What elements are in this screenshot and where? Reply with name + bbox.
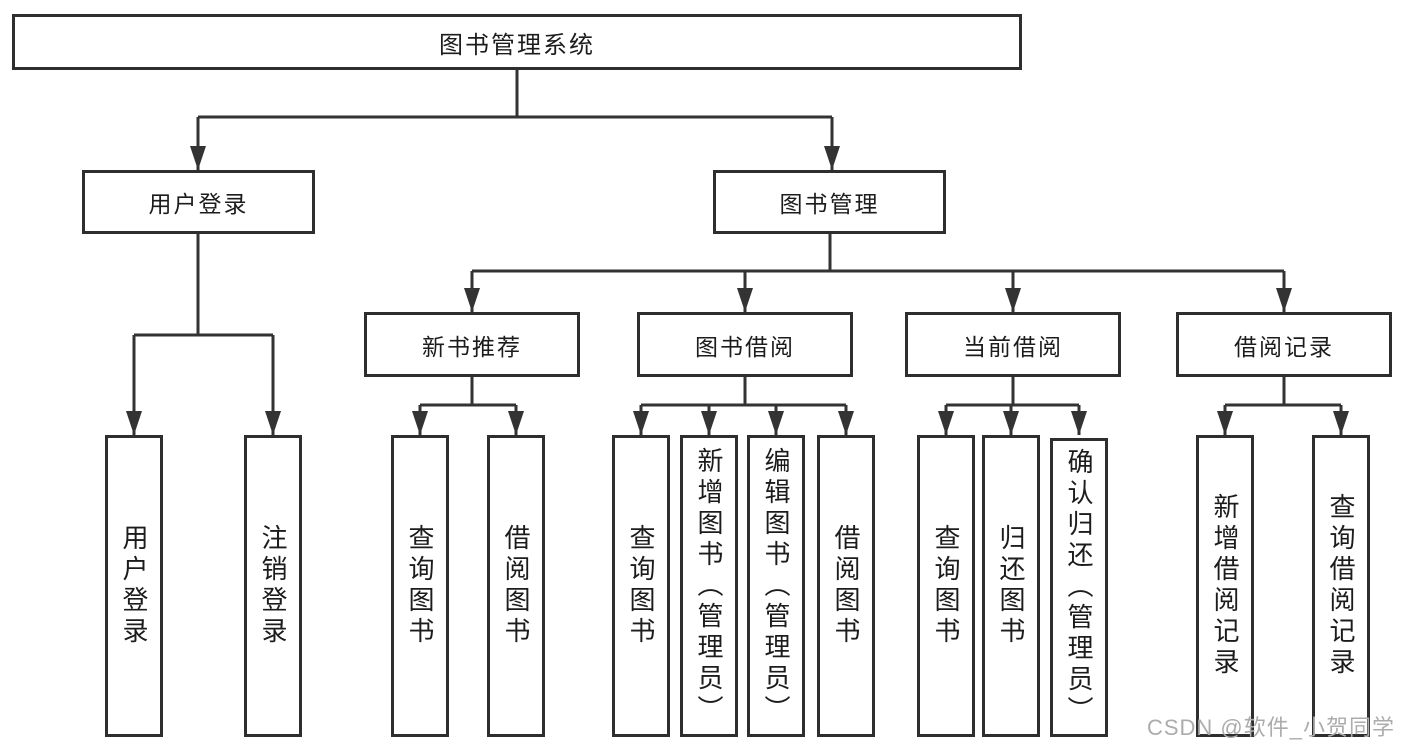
leaf-label: 查询图书: [405, 524, 435, 648]
leaf-add-book-admin: 新增图书（管理员）: [680, 435, 738, 737]
csdn-watermark: CSDN @软件_小贺同学: [1146, 715, 1395, 740]
node-book-management: 图书管理: [713, 170, 946, 234]
node-library-management-system: 图书管理系统: [12, 14, 1022, 70]
node-label: 图书管理: [779, 191, 880, 217]
leaf-logout: 注销登录: [244, 435, 302, 737]
leaf-query-book-1: 查询图书: [391, 435, 449, 737]
node-current-borrow: 当前借阅: [905, 312, 1121, 377]
leaf-edit-book-admin: 编辑图书（管理员）: [747, 435, 805, 737]
leaf-label: 新增图书（管理员）: [694, 446, 724, 726]
leaf-label: 借阅图书: [501, 524, 531, 648]
leaf-user-login: 用户登录: [105, 435, 163, 737]
leaf-label: 编辑图书（管理员）: [761, 446, 791, 726]
leaf-query-book-2: 查询图书: [612, 435, 670, 737]
leaf-label: 归还图书: [996, 524, 1026, 648]
leaf-add-borrow-record: 新增借阅记录: [1196, 435, 1254, 737]
node-book-borrow: 图书借阅: [637, 312, 853, 377]
leaf-label: 查询图书: [626, 524, 656, 648]
leaf-label: 注销登录: [258, 524, 288, 648]
leaf-label: 借阅图书: [831, 524, 861, 648]
node-label: 图书管理系统: [439, 31, 595, 59]
leaf-confirm-return-admin: 确认归还（管理员）: [1050, 438, 1108, 737]
node-label: 当前借阅: [963, 333, 1063, 360]
leaf-label: 查询借阅记录: [1326, 493, 1356, 679]
node-borrow-records: 借阅记录: [1176, 312, 1392, 377]
node-label: 新书推荐: [422, 333, 522, 360]
leaf-label: 用户登录: [119, 524, 149, 648]
leaf-borrow-book-1: 借阅图书: [487, 435, 545, 737]
node-label: 用户登录: [148, 191, 249, 217]
leaf-borrow-book-2: 借阅图书: [817, 435, 875, 737]
leaf-query-book-3: 查询图书: [917, 435, 975, 737]
leaf-label: 确认归还（管理员）: [1064, 448, 1094, 727]
leaf-label: 查询图书: [931, 524, 961, 648]
node-label: 图书借阅: [695, 333, 795, 360]
leaf-query-borrow-record: 查询借阅记录: [1312, 435, 1370, 737]
node-new-book-recommend: 新书推荐: [364, 312, 580, 377]
leaf-label: 新增借阅记录: [1210, 493, 1240, 679]
node-label: 借阅记录: [1234, 333, 1334, 360]
leaf-return-book: 归还图书: [982, 435, 1040, 737]
node-user-login: 用户登录: [82, 170, 315, 234]
